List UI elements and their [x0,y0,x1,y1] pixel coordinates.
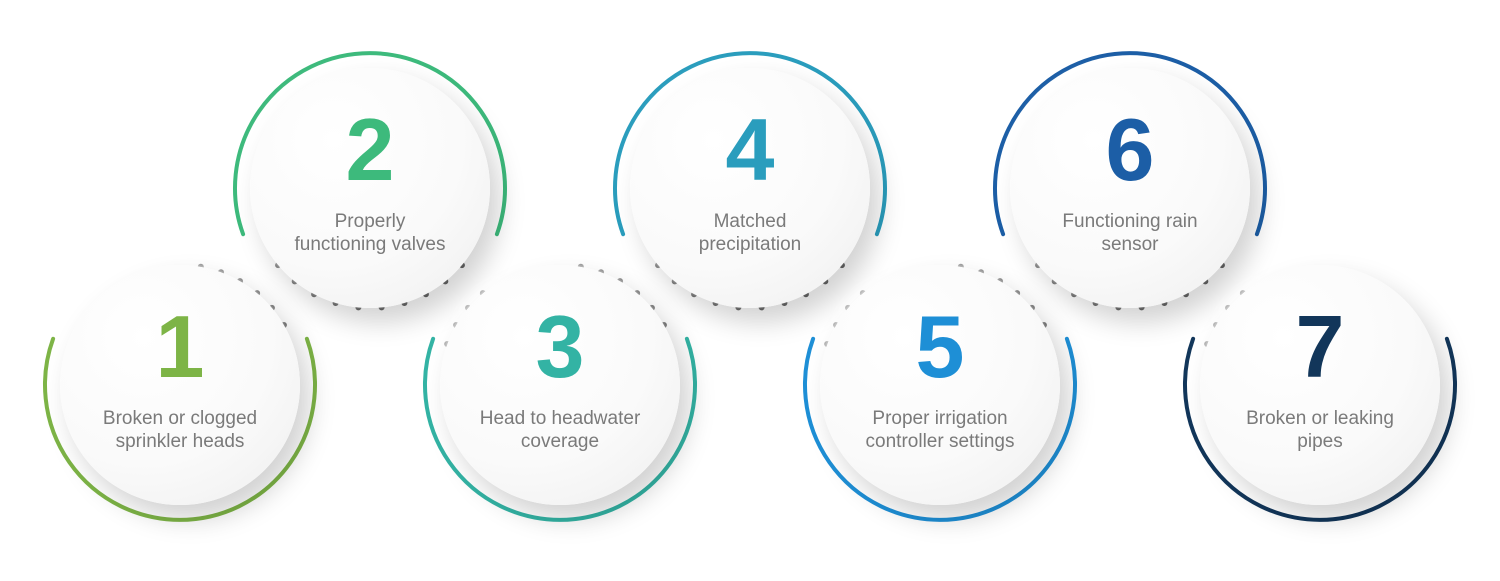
step-label: Head to headwater coverage [458,407,662,453]
step-label-line: Proper irrigation [872,408,1008,429]
step-number: 6 [1105,100,1155,199]
step-label-line: Functioning rain [1062,211,1198,232]
step-circle-4: 4 Matched precipitation [630,68,870,308]
step-number: 5 [915,297,965,396]
step-number: 4 [725,100,775,199]
step-circle-5: 5 Proper irrigation controller settings [820,265,1060,505]
step-label-line: controller settings [865,431,1015,452]
step-label-line: Properly [334,211,406,232]
step-label: Properly functioning valves [268,210,472,256]
step-circle-2: 2 Properly functioning valves [250,68,490,308]
step-ring-arc [43,336,317,522]
step-ring-arc [423,336,697,522]
step-label-line: pipes [1297,431,1343,452]
step-number: 7 [1295,297,1345,396]
step-label: Functioning rain sensor [1028,210,1232,256]
step-label: Broken or clogged sprinkler heads [78,407,282,453]
step-label: Broken or leaking pipes [1218,407,1422,453]
step-ring-arc [233,51,507,237]
step-ring-arc [1183,336,1457,522]
step-ring-arc [613,51,887,237]
step-label-line: coverage [520,431,600,452]
step-number: 1 [155,297,205,396]
step-label-line: precipitation [698,234,802,255]
step-label-line: Broken or leaking [1246,408,1394,429]
step-number: 2 [345,100,395,199]
step-circle-7: 7 Broken or leaking pipes [1200,265,1440,505]
step-label-line: functioning valves [294,234,446,255]
step-label-line: Broken or clogged [102,408,258,429]
step-label-line: Head to headwater [479,408,641,429]
step-label: Proper irrigation controller settings [838,407,1042,453]
step-circle-3: 3 Head to headwater coverage [440,265,680,505]
step-circle-1: 1 Broken or clogged sprinkler heads [60,265,300,505]
step-ring-arc [993,51,1267,237]
step-number: 3 [535,297,585,396]
step-circle-6: 6 Functioning rain sensor [1010,68,1250,308]
step-label: Matched precipitation [648,210,852,256]
step-label-line: Matched [713,211,787,232]
step-label-line: sensor [1101,234,1159,255]
step-label-line: sprinkler heads [115,431,245,452]
step-ring-arc [803,336,1077,522]
